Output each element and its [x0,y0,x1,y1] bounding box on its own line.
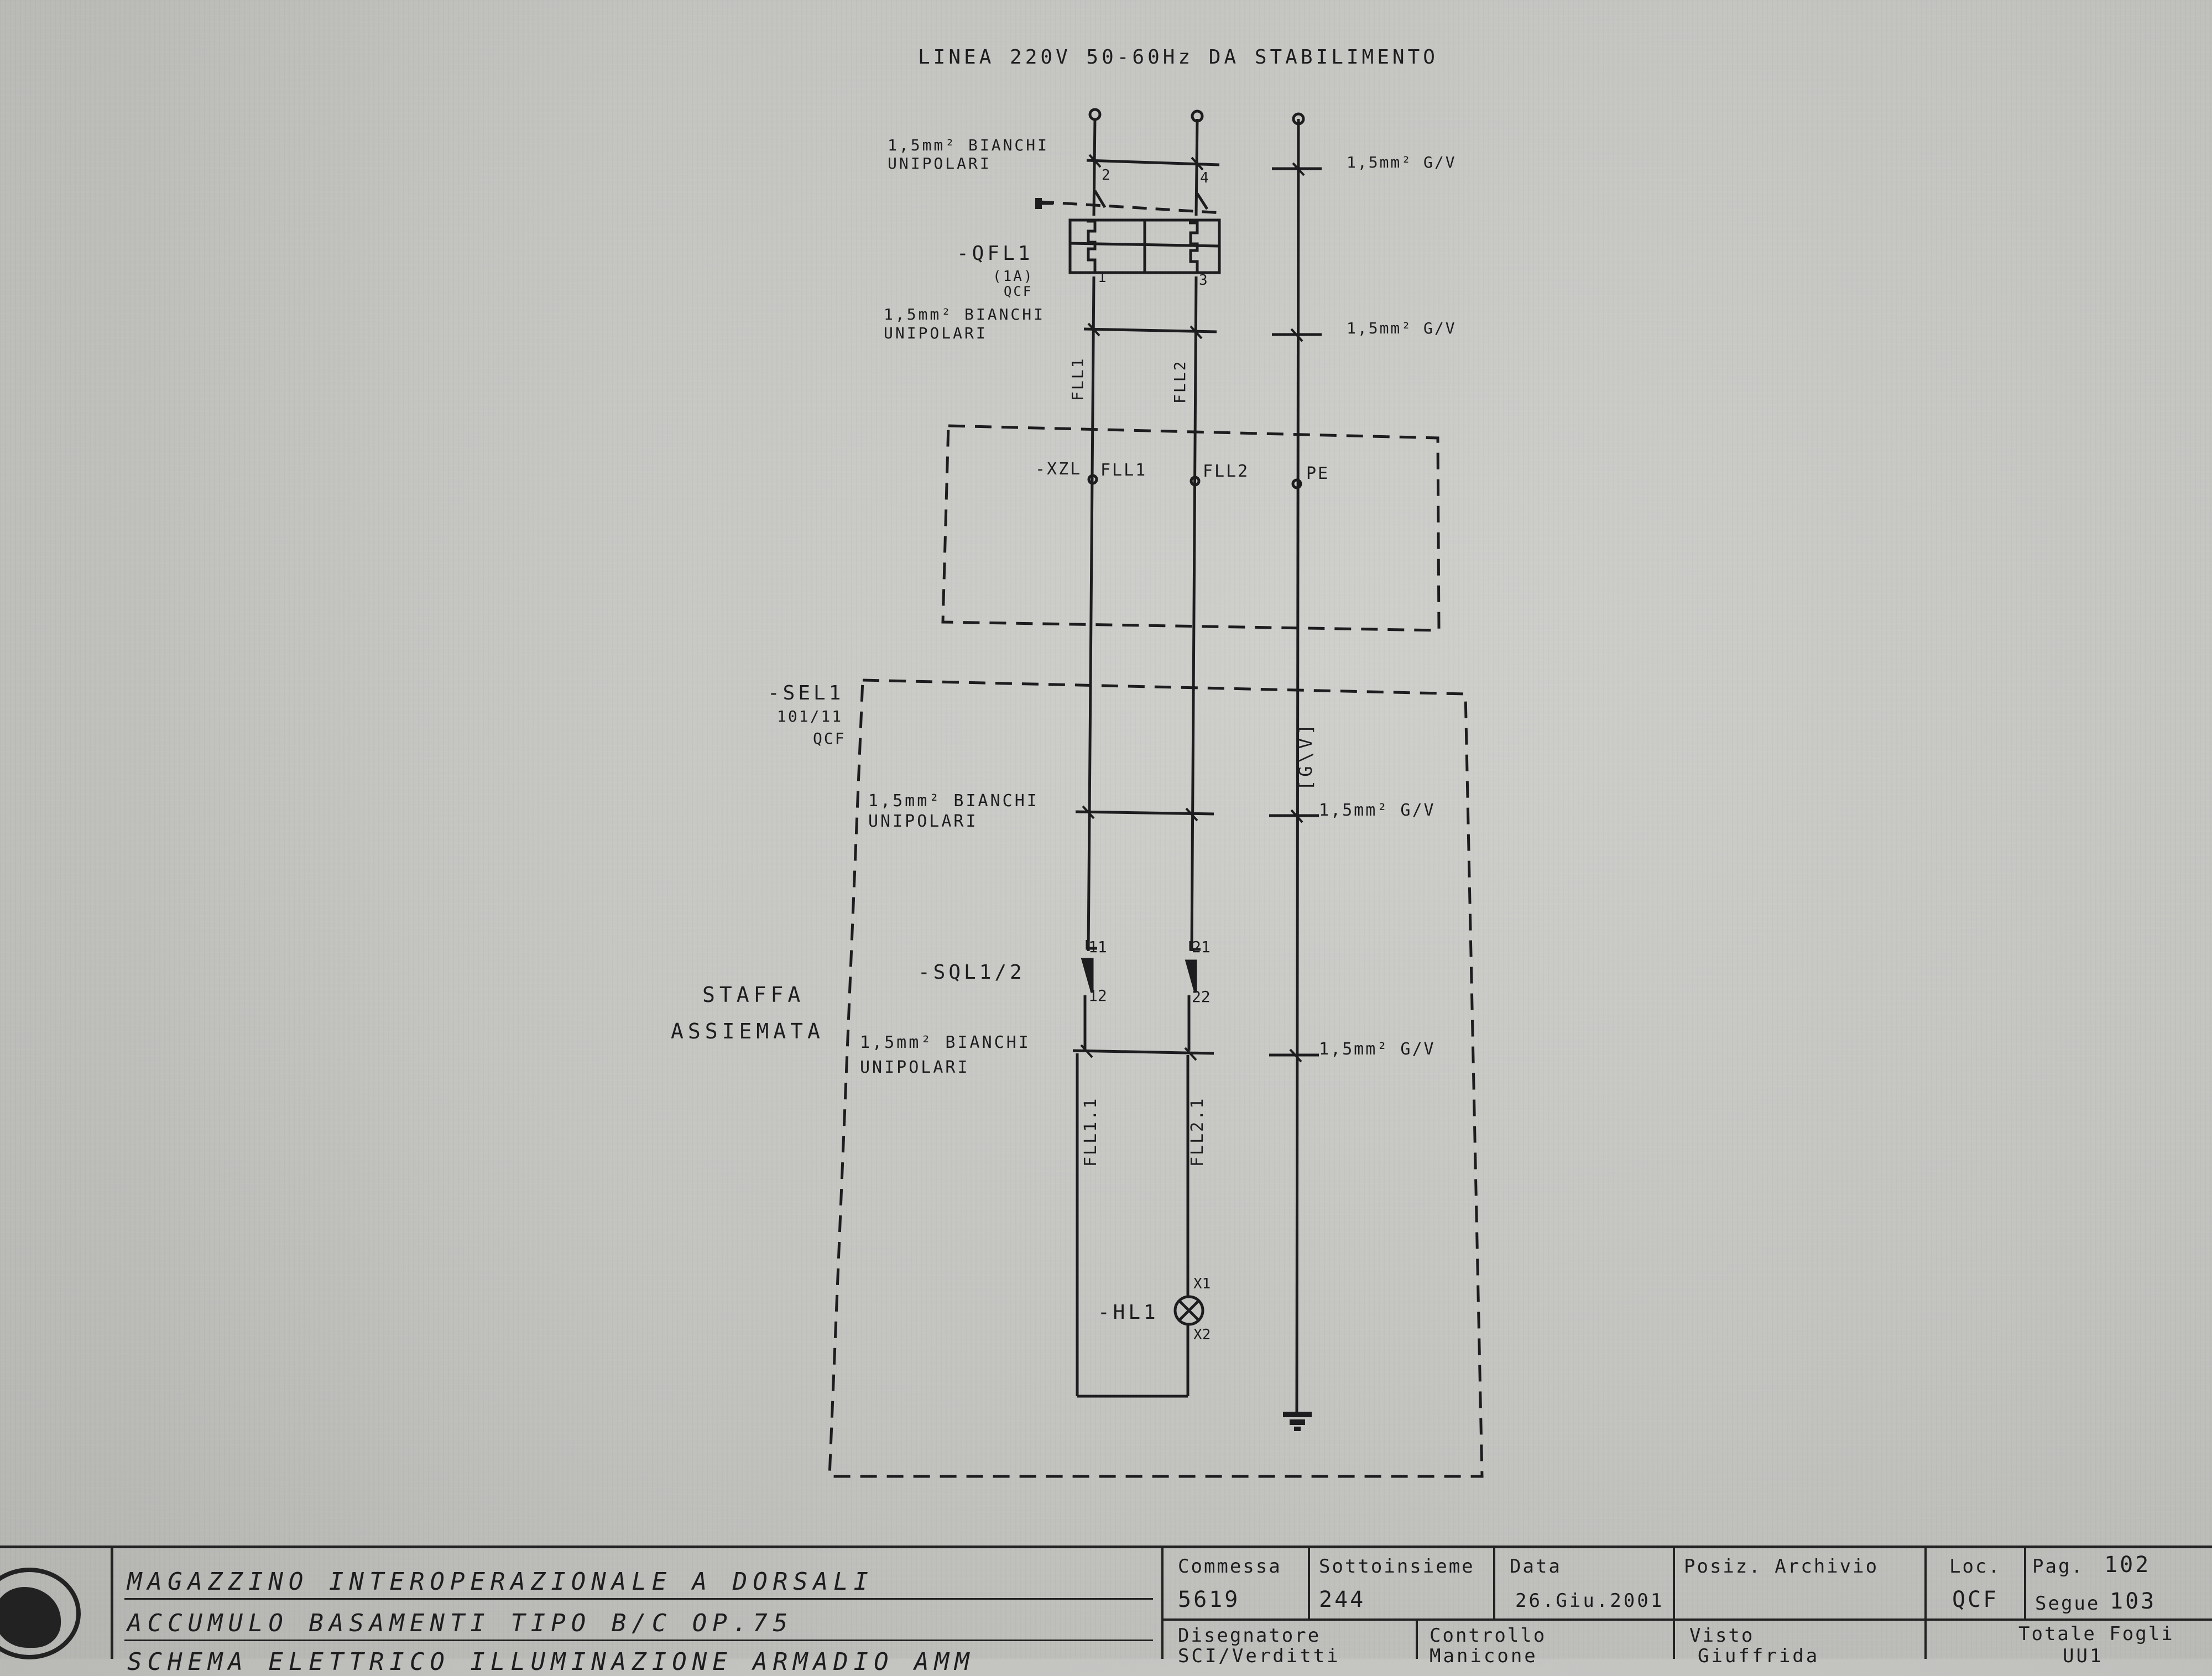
commessa-label: Commessa [1178,1555,1282,1578]
terminal-1-label: 1 [1098,269,1107,286]
staffa-label-2: ASSIEMATA [671,1019,825,1043]
cable-label-4b: UNIPOLARI [860,1058,970,1077]
sql-contact-1 [1081,958,1094,993]
xzl-fll2-label: FLL2 [1203,462,1249,481]
cable-label-2b: UNIPOLARI [884,324,988,342]
pag-value: 102 [2104,1552,2151,1578]
wire-fll2-label: FLL2 [1171,360,1189,404]
loc-value: QCF [1952,1587,1999,1612]
terminal-top-l2 [1191,109,1204,123]
wiring-schematic: LINEA 220V 50-60Hz DA STABILIMENTO 1,5mm… [671,46,1484,1478]
title-line-1: MAGAZZINO INTEROPERAZIONALE A DORSALI [127,1568,874,1596]
lamp-icon [1173,1295,1204,1326]
data-label: Data [1510,1555,1562,1578]
cable-bar-4 [1072,1049,1214,1055]
terminal-4-label: 4 [1200,170,1209,186]
totale-fogli-value: UU1 [2063,1645,2104,1667]
disegnatore-value: SCI/Verditti [1178,1645,1340,1667]
staffa-label-1: STAFFA [702,983,805,1007]
pag-label: Pag. [2032,1555,2084,1578]
disegnatore-label: Disegnatore [1178,1625,1321,1647]
sottoinsieme-label: Sottoinsieme [1319,1555,1475,1578]
conductor-l1-top [1092,118,1097,216]
cable-label-1b: UNIPOLARI [888,154,992,173]
title-line-3: SCHEMA ELETTRICO ILLUMINAZIONE ARMADIO A… [127,1648,975,1676]
cable-bar-1 [1086,159,1220,166]
sql-terminal-11: 11 [1088,938,1107,956]
cable-gv-label-2: 1,5mm² G/V [1347,319,1457,337]
sel-location: QCF [813,729,846,748]
terminal-top-pe [1292,112,1305,126]
sottoinsieme-value: 244 [1319,1587,1366,1612]
conductor-l2 [1190,276,1198,952]
sql-contact-2 [1185,959,1197,993]
segue-value: 103 [2110,1589,2157,1614]
lamp-x1-label: X1 [1193,1276,1211,1292]
title-line-2: ACCUMULO BASAMENTI TIPO B/C OP.75 [127,1609,794,1637]
cable-label-3a: 1,5mm² BIANCHI [868,791,1039,811]
cable-label-1a: 1,5mm² BIANCHI [888,136,1049,154]
posiz-archivio-label: Posiz. Archivio [1684,1555,1879,1578]
commessa-value: 5619 [1178,1587,1240,1612]
cable-gv-label-4: 1,5mm² G/V [1319,1040,1436,1059]
visto-value: Giuffrida [1698,1645,1820,1667]
controllo-label: Controllo [1430,1625,1547,1647]
lamp-name: -HL1 [1098,1301,1159,1324]
data-value: 26.Giu.2001 [1515,1590,1665,1612]
cable-gv-label-1: 1,5mm² G/V [1347,153,1457,171]
conductor-l2-top [1194,118,1199,216]
sql-terminal-22: 22 [1192,988,1211,1006]
sel-enclosure [828,678,1484,1478]
lamp-x2-label: X2 [1193,1327,1211,1343]
qfl-location: QCF [1004,284,1032,299]
conductor-l1 [1087,276,1095,952]
controllo-value: Manicone [1430,1645,1538,1667]
cable-label-4a: 1,5mm² BIANCHI [860,1033,1031,1052]
company-logo [0,1568,81,1659]
terminal-2-label: 2 [1102,167,1110,184]
sel-ref: 101/11 [777,707,843,725]
visto-label: Visto [1689,1625,1755,1647]
sql-terminal-21: 21 [1192,938,1211,956]
sql-name: -SQL1/2 [918,961,1025,984]
totale-fogli-label: Totale Fogli [2018,1623,2174,1645]
wire-fll11-label: FLL1.1 [1081,1097,1100,1167]
cable-label-2a: 1,5mm² BIANCHI [884,305,1045,323]
logo-cell [0,1546,113,1659]
cable-label-3b: UNIPOLARI [868,812,978,831]
segue-label: Segue [2035,1593,2100,1615]
qfl-rating: (1A) [993,268,1034,285]
gv-vertical-label: [G\V] [1295,721,1316,791]
xzl-name: -XZL [1035,460,1082,479]
cable-gv-label-3: 1,5mm² G/V [1319,801,1436,820]
qfl-mechanical-link [1039,200,1223,215]
wire-fll1-label: FLL1 [1068,357,1087,401]
qfl-name: -QFL1 [957,242,1033,265]
xzl-fll1-label: FLL1 [1100,461,1147,480]
terminal-top-l1 [1088,108,1102,121]
xzl-pe-label: PE [1306,464,1329,483]
loc-label: Loc. [1949,1555,2001,1578]
terminal-3-label: 3 [1199,272,1208,289]
sql-terminal-12: 12 [1088,986,1107,1005]
wire-fll21-label: FLL2.1 [1188,1097,1207,1167]
supply-line-label: LINEA 220V 50-60Hz DA STABILIMENTO [918,46,1438,69]
title-block: MAGAZZINO INTEROPERAZIONALE A DORSALI AC… [0,1546,2212,1676]
xzl-enclosure [941,424,1441,632]
sel-name: -SEL1 [768,682,844,704]
